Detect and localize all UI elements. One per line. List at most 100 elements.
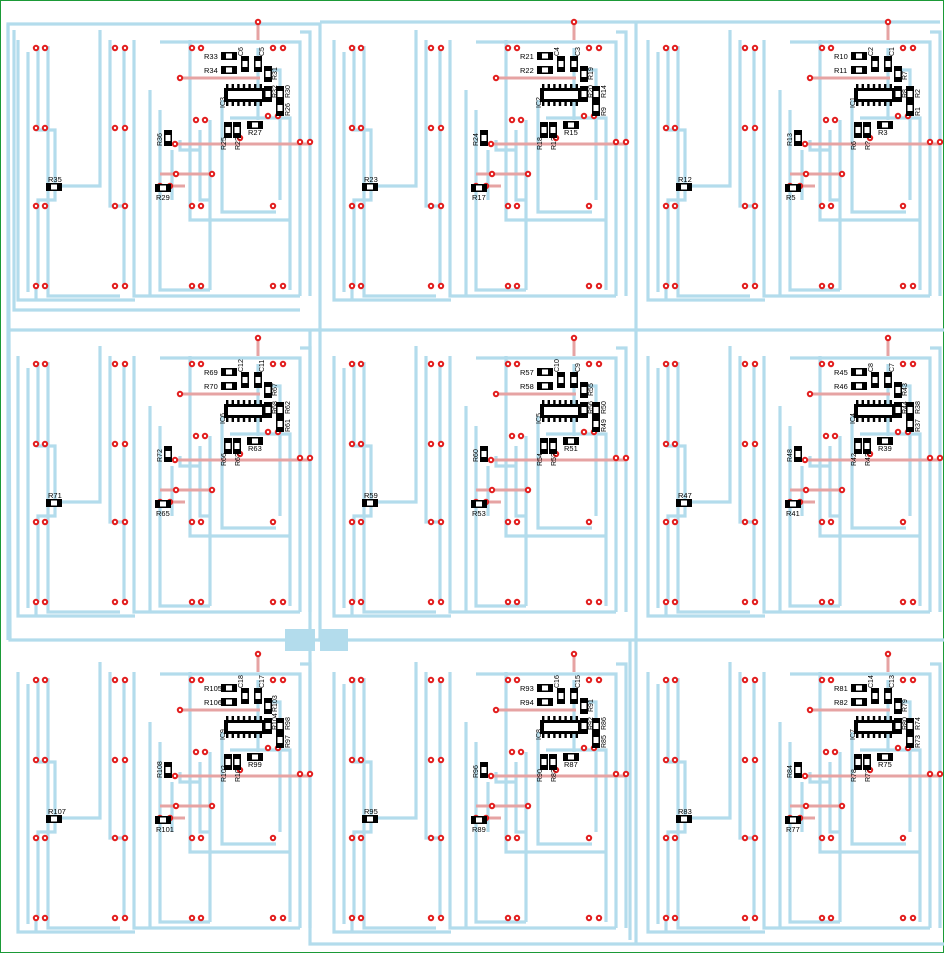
- pad-hole: [833, 750, 837, 754]
- pad-hole: [281, 46, 285, 50]
- resistor-body: [225, 759, 231, 765]
- resistor-label: R54: [537, 453, 544, 466]
- module-trace: [646, 356, 765, 618]
- resistor-body: [856, 685, 862, 691]
- pad-hole: [271, 520, 275, 524]
- resistor-label: R38: [915, 401, 922, 414]
- pad-hole: [901, 204, 905, 208]
- ic-pin: [570, 716, 573, 720]
- module-trace: [514, 446, 526, 518]
- module-trace: [476, 356, 618, 612]
- pad-hole: [515, 520, 519, 524]
- pad-hole: [824, 118, 828, 122]
- ic-label: IC9: [220, 729, 227, 740]
- ic-window: [228, 723, 262, 731]
- resistor-label: R15: [564, 128, 578, 137]
- pad-hole: [808, 708, 812, 712]
- ic-chip: [224, 716, 266, 738]
- resistor-label: R97: [285, 735, 292, 748]
- resistor-body: [277, 421, 283, 427]
- module-trace: [685, 662, 732, 820]
- ic-chip: [854, 84, 896, 106]
- resistor-label: R31: [272, 67, 279, 80]
- resistor-label: R78: [851, 769, 858, 782]
- resistor-label: R85: [601, 735, 608, 748]
- capacitor-label: C11: [259, 360, 266, 372]
- module-trace: [676, 678, 750, 930]
- module-trace: [16, 356, 135, 618]
- module-trace: [108, 356, 124, 524]
- module-trace: [160, 672, 302, 928]
- resistor-body: [242, 693, 248, 699]
- pad-hole: [350, 678, 354, 682]
- resistor-label: R66: [221, 453, 228, 466]
- module-trace: [536, 100, 592, 214]
- pad-hole: [743, 600, 747, 604]
- resistor-body: [571, 693, 577, 699]
- resistor-label: R55: [588, 383, 595, 396]
- resistor-body: [265, 387, 271, 393]
- resistor-body: [558, 693, 564, 699]
- pad-hole: [664, 204, 668, 208]
- capacitor-label: C9: [575, 363, 582, 372]
- resistor-body: [550, 127, 556, 133]
- resistor-body: [864, 443, 870, 449]
- pad-hole: [664, 442, 668, 446]
- pad-hole: [298, 772, 302, 776]
- pad-hole: [298, 140, 302, 144]
- pad-hole: [350, 442, 354, 446]
- pad-hole: [43, 126, 47, 130]
- pad-hole: [820, 600, 824, 604]
- pad-hole: [489, 142, 493, 146]
- resistor-label: R74: [915, 717, 922, 730]
- resistor-label: R6?: [235, 453, 242, 466]
- pad-hole: [429, 362, 433, 366]
- resistor-body: [895, 71, 901, 77]
- pad-hole: [526, 804, 530, 808]
- ic-pin: [226, 734, 229, 738]
- resistor-body: [542, 67, 548, 73]
- ic-pin: [553, 716, 556, 720]
- ic-pin: [867, 400, 870, 404]
- pad-hole: [515, 916, 519, 920]
- capacitor-label: C1: [889, 47, 896, 56]
- pad-hole: [829, 836, 833, 840]
- resistor-body: [856, 383, 862, 389]
- pad-hole: [113, 46, 117, 50]
- pad-hole: [271, 836, 275, 840]
- pad-hole: [123, 836, 127, 840]
- resistor-body: [568, 122, 574, 128]
- pad-hole: [808, 392, 812, 396]
- pad-hole: [597, 678, 601, 682]
- ic-pin: [872, 102, 876, 106]
- pad-hole: [664, 758, 668, 762]
- resistor-body: [277, 91, 283, 97]
- ic-label: IC3: [220, 97, 227, 108]
- pad-hole: [911, 600, 915, 604]
- resistor-body: [226, 685, 232, 691]
- pad-hole: [587, 916, 591, 920]
- resistor-body: [476, 501, 482, 507]
- pad-hole: [34, 442, 38, 446]
- module-trace: [474, 110, 526, 292]
- ic-pin: [254, 734, 257, 738]
- resistor-label: R12: [678, 175, 692, 184]
- resistor-body: [568, 438, 574, 444]
- ic-pin: [856, 734, 859, 738]
- resistor-body: [593, 407, 599, 413]
- pad-hole: [753, 758, 757, 762]
- resistor-label: R23: [364, 175, 378, 184]
- ic-pin: [248, 716, 251, 720]
- ic-pin: [867, 734, 870, 738]
- module-trace: [46, 46, 120, 298]
- ic-pin: [878, 418, 881, 422]
- pad-hole: [510, 434, 514, 438]
- resistor-body: [581, 703, 587, 709]
- module-trace: [220, 100, 276, 214]
- pad-hole: [587, 362, 591, 366]
- module-trace: [616, 346, 628, 612]
- ic-pin: [878, 102, 881, 106]
- ic-pin: [558, 734, 562, 738]
